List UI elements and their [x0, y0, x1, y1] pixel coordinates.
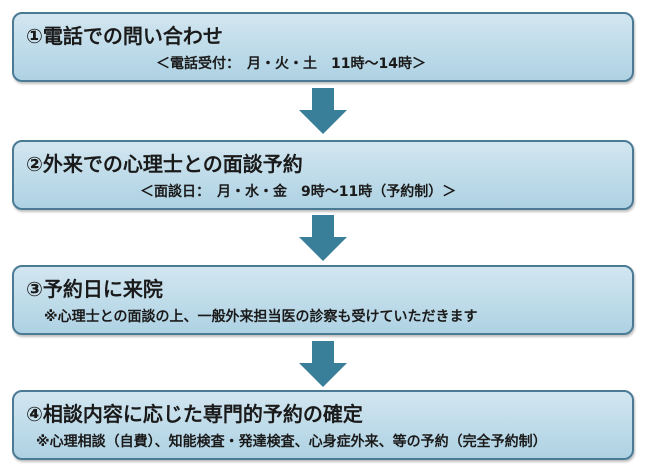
arrow-down-icon	[299, 88, 347, 134]
step-title-3: ③予約日に来院	[26, 277, 163, 301]
step-box-2: ②外来での心理士との面談予約 ＜面談日： 月・水・金 9時～11時（予約制）＞	[12, 140, 634, 210]
arrow-down-icon	[299, 215, 347, 261]
step-subtitle-3: ※心理士との面談の上、一般外来担当医の診察も受けていただきます	[44, 309, 478, 325]
step-title-2: ②外来での心理士との面談予約	[26, 152, 303, 176]
step-box-4: ④相談内容に応じた専門的予約の確定 ※心理相談（自費）、知能検査・発達検査、心身…	[12, 390, 634, 460]
step-subtitle-4: ※心理相談（自費）、知能検査・発達検査、心身症外来、等の予約（完全予約制）	[36, 434, 547, 450]
step-title-4: ④相談内容に応じた専門的予約の確定	[26, 402, 363, 426]
step-box-1: ①電話での問い合わせ ＜電話受付： 月・火・土 11時～14時＞	[12, 12, 634, 82]
step-subtitle-2: ＜面談日： 月・水・金 9時～11時（予約制）＞	[140, 184, 457, 200]
step-box-3: ③予約日に来院 ※心理士との面談の上、一般外来担当医の診察も受けていただきます	[12, 265, 634, 335]
arrow-down-icon	[299, 341, 347, 387]
step-title-1: ①電話での問い合わせ	[26, 24, 223, 48]
step-subtitle-1: ＜電話受付： 月・火・土 11時～14時＞	[156, 56, 426, 72]
